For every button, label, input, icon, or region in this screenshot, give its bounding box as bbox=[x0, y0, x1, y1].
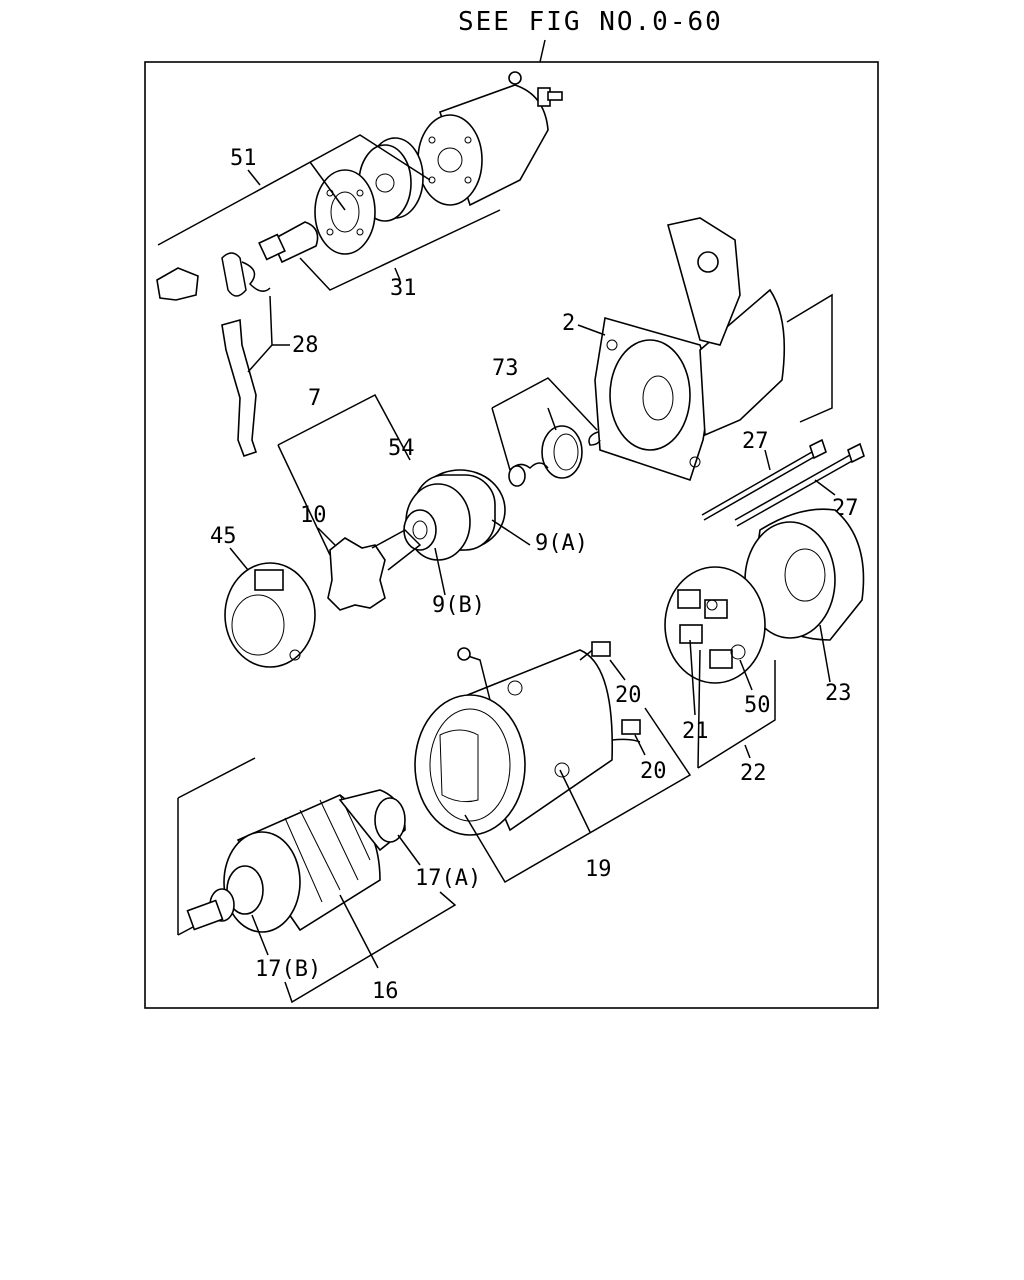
shift-lever bbox=[221, 318, 258, 458]
callout-20-bottom: 20 bbox=[640, 759, 667, 784]
callout-17b: 17(B) bbox=[255, 957, 321, 982]
callout-7: 7 bbox=[308, 386, 321, 411]
callout-45: 45 bbox=[210, 524, 237, 549]
center-bracket bbox=[224, 562, 316, 668]
callout-19: 19 bbox=[585, 857, 612, 882]
solenoid-assembly bbox=[417, 71, 563, 207]
diagram-frame bbox=[144, 61, 879, 1009]
yoke-assembly bbox=[414, 641, 641, 836]
pinion-gear bbox=[327, 529, 422, 611]
front-housing bbox=[594, 217, 786, 482]
callout-28: 28 bbox=[292, 333, 319, 358]
armature bbox=[177, 757, 406, 936]
callout-9a: 9(A) bbox=[535, 531, 588, 556]
callout-54: 54 bbox=[388, 436, 415, 461]
callout-51: 51 bbox=[230, 146, 257, 171]
solenoid-washer-large bbox=[358, 137, 424, 222]
callout-73: 73 bbox=[492, 356, 519, 381]
through-bolt-lower bbox=[734, 442, 865, 527]
stop-ring-set bbox=[508, 425, 601, 487]
reference-leader bbox=[539, 39, 546, 63]
callout-22: 22 bbox=[740, 761, 767, 786]
callout-31: 31 bbox=[390, 276, 417, 301]
rear-end-cover bbox=[744, 508, 865, 641]
callout-21: 21 bbox=[682, 719, 709, 744]
callout-16: 16 bbox=[372, 979, 399, 1004]
through-bolt-upper bbox=[701, 438, 827, 521]
brush-holder bbox=[664, 566, 766, 684]
callout-23: 23 bbox=[825, 681, 852, 706]
callout-10: 10 bbox=[300, 503, 327, 528]
callout-2: 2 bbox=[562, 311, 575, 336]
plunger bbox=[258, 221, 319, 264]
callout-20-top: 20 bbox=[615, 683, 642, 708]
callout-17a: 17(A) bbox=[415, 866, 481, 891]
solenoid-plate bbox=[314, 169, 376, 255]
callout-50: 50 bbox=[744, 693, 771, 718]
see-fig-reference: SEE FIG NO.0-60 bbox=[458, 7, 723, 37]
spring-clip bbox=[221, 252, 271, 297]
callout-27-top: 27 bbox=[742, 429, 769, 454]
dust-cap bbox=[156, 267, 199, 301]
callout-9b: 9(B) bbox=[432, 593, 485, 618]
